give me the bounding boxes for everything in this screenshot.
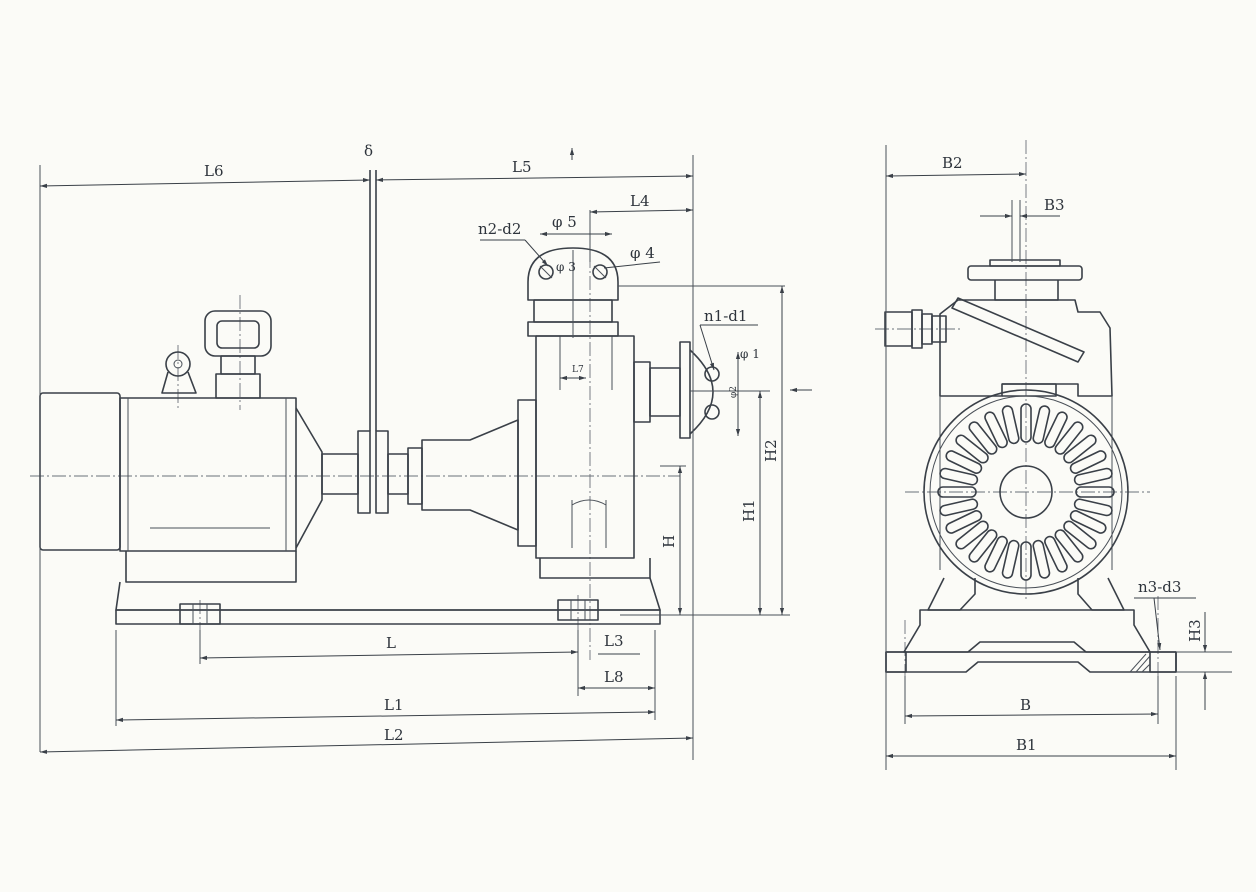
label-phi2: φ2 <box>729 386 739 398</box>
fan-slot <box>984 535 1008 573</box>
label-l6: L6 <box>204 162 224 180</box>
label-h3: H3 <box>1186 619 1204 642</box>
label-h2: H2 <box>762 439 780 462</box>
fan-slot <box>1054 529 1084 563</box>
label-b3: B3 <box>1044 196 1065 214</box>
label-l: L <box>386 634 396 652</box>
fan-slot <box>1001 405 1020 445</box>
label-phi5: φ 5 <box>552 213 577 231</box>
side-pump-casing <box>939 297 1113 570</box>
fan-slot <box>1073 467 1113 486</box>
motor <box>39 392 323 583</box>
label-h1: H1 <box>740 499 758 522</box>
side-motor-fan <box>923 389 1129 595</box>
fan-slot <box>1044 411 1068 449</box>
fan-slot <box>1020 541 1032 581</box>
label-l8: L8 <box>604 668 624 686</box>
fan-slot <box>1075 486 1115 498</box>
label-b: B <box>1020 696 1031 714</box>
fan-slot <box>939 498 979 517</box>
fan-slot <box>1073 498 1113 517</box>
label-n3-d3: n3-d3 <box>1138 578 1181 596</box>
label-l1: L1 <box>384 696 404 714</box>
coupling <box>321 170 409 514</box>
label-l7: L7 <box>572 365 584 375</box>
side-view: B2 B3 n3-d3 H3 B B1 <box>875 140 1232 770</box>
label-b1: B1 <box>1016 736 1037 754</box>
fan-slot <box>1069 450 1107 474</box>
fan-slot <box>1054 421 1084 455</box>
side-outlet-flange <box>967 259 1083 301</box>
pump-casing <box>407 335 651 579</box>
fan-slot <box>945 510 983 534</box>
label-b2: B2 <box>942 154 963 172</box>
label-n1-d1: n1-d1 <box>704 307 747 325</box>
terminal-box <box>204 310 272 399</box>
side-base <box>885 577 1177 673</box>
fan-slot <box>1032 539 1051 579</box>
label-l2: L2 <box>384 726 404 744</box>
label-phi1: φ 1 <box>740 347 760 361</box>
base-frame <box>115 577 661 625</box>
fan-slot <box>1032 405 1051 445</box>
fan-slot <box>1069 510 1107 534</box>
fan-slot <box>1044 535 1068 573</box>
fan-slot <box>939 467 979 486</box>
label-h: H <box>660 535 678 548</box>
fan-slot <box>937 486 977 498</box>
label-phi4: φ 4 <box>630 244 655 262</box>
label-l4: L4 <box>630 192 650 210</box>
label-n2-d2: n2-d2 <box>478 220 521 238</box>
fan-slot <box>955 520 989 550</box>
fan-slot <box>945 450 983 474</box>
label-l5: L5 <box>512 158 532 176</box>
fan-slot <box>1020 403 1032 443</box>
fan-slot <box>1063 434 1097 464</box>
fan-slot <box>1001 539 1020 579</box>
inlet-flange <box>633 341 720 439</box>
fan-slot <box>1063 520 1097 550</box>
front-view: L6 L5 L4 δ n2-d2 φ 5 φ 3 φ 4 n1-d1 φ 1 φ… <box>30 142 812 760</box>
label-phi3: φ 3 <box>556 260 576 274</box>
side-inlet <box>884 309 947 349</box>
fan-slot <box>968 529 998 563</box>
label-l3: L3 <box>604 632 624 650</box>
fan-slot <box>955 434 989 464</box>
fan-slot <box>968 421 998 455</box>
label-delta: δ <box>364 142 373 160</box>
lifting-eye <box>161 351 197 394</box>
fan-slot <box>984 411 1008 449</box>
